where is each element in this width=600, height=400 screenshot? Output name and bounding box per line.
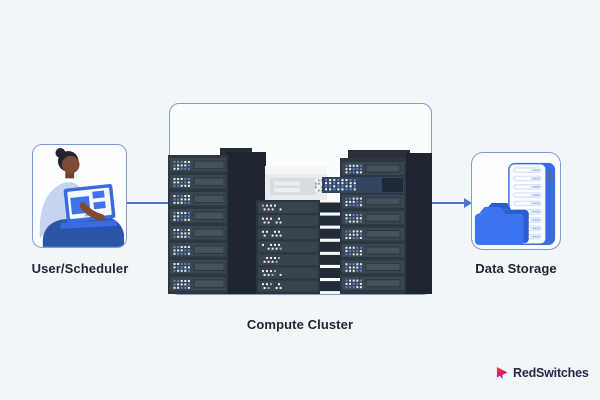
folder: [474, 202, 529, 245]
light-rack: [265, 166, 327, 204]
center-rack: [256, 200, 340, 294]
person-laptop-icon: [39, 148, 125, 247]
storage-label: Data Storage: [475, 261, 557, 276]
brand-name: RedSwitches: [513, 366, 589, 380]
storage-node: [471, 152, 561, 250]
laptop: [60, 184, 118, 232]
right-rack: [322, 150, 432, 294]
brand-logo: RedSwitches: [496, 366, 589, 380]
left-rack: [168, 148, 266, 294]
folder-storage-icon: [474, 162, 556, 245]
connector-user-to-cluster: [127, 202, 169, 204]
cluster-label: Compute Cluster: [246, 317, 354, 332]
user-label: User/Scheduler: [31, 261, 129, 276]
redswitches-logo-icon: [496, 366, 508, 380]
server-racks-icon: [168, 148, 432, 294]
arrowhead-icon: [464, 198, 472, 208]
user-node: [32, 144, 127, 248]
connector-cluster-to-storage: [432, 202, 466, 204]
